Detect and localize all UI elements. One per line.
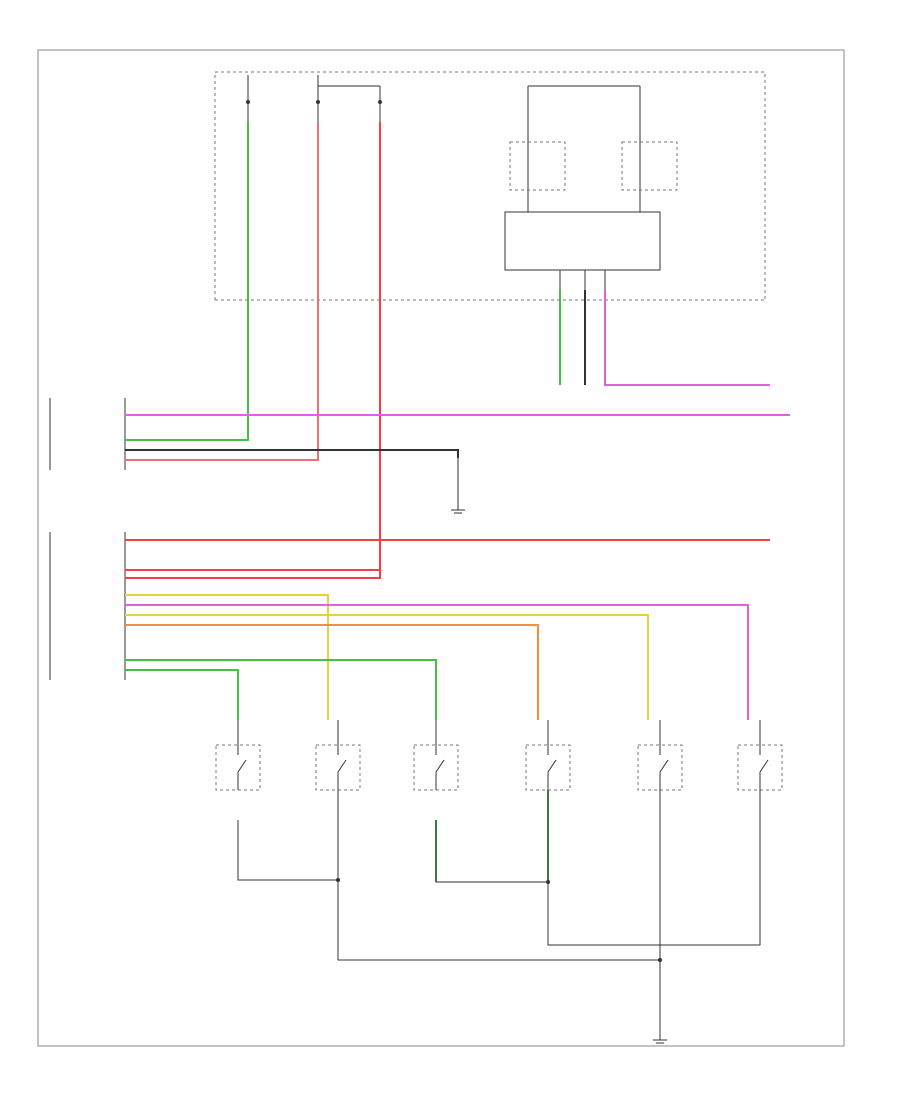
- power-distribution-box: [214, 71, 766, 301]
- wire-orange-h: [125, 624, 539, 720]
- wire-green-h2: [125, 669, 239, 720]
- wire-yellow-h2: [125, 614, 649, 720]
- fuse-group-left: [246, 75, 382, 122]
- module-bracket-lower: [49, 532, 126, 680]
- switch-4-symbol: [525, 720, 571, 791]
- ground-symbol-lower: [653, 1039, 667, 1044]
- module-bracket-upper: [49, 398, 126, 470]
- wire-green-top: [125, 122, 249, 441]
- relay-box: [504, 85, 678, 290]
- ground-symbol-upper: [451, 458, 465, 514]
- wire-green-h1: [125, 659, 437, 720]
- wire-gray-h: [125, 449, 459, 458]
- switch-3-symbol: [413, 720, 459, 791]
- diagram-border: [37, 49, 845, 1047]
- wire-magenta-relay: [604, 290, 770, 386]
- switch-2-symbol: [315, 720, 361, 791]
- ground-paths: [237, 790, 761, 1040]
- wire-magenta-h2: [125, 604, 749, 720]
- wire-pink-top: [125, 122, 319, 461]
- switch-5-symbol: [637, 720, 683, 791]
- wire-red-top: [125, 122, 381, 579]
- wire-yellow-h: [125, 594, 329, 720]
- switch-1-symbol: [215, 720, 261, 791]
- switch-6-symbol: [737, 720, 783, 791]
- switch-group: [215, 720, 783, 791]
